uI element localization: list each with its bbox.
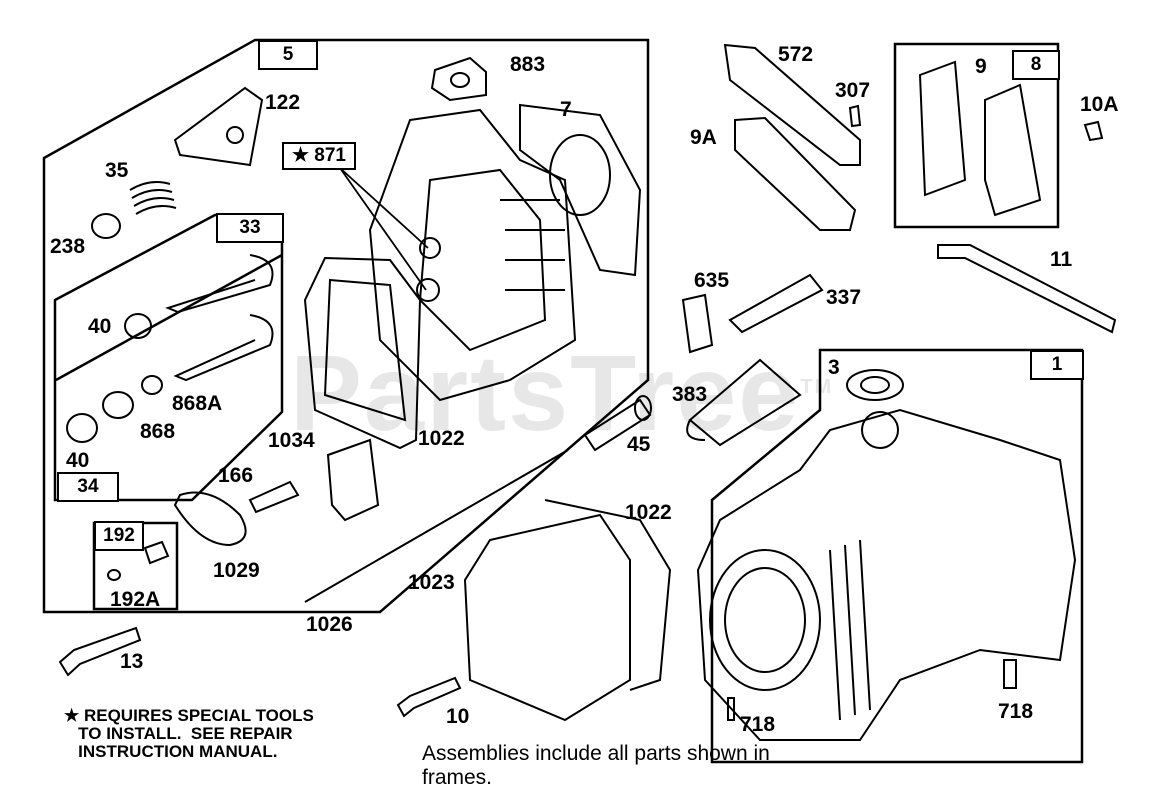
valve-guide-868 (102, 391, 134, 419)
gasket-9a (734, 116, 857, 231)
push-rod-1026 (304, 449, 569, 603)
watermark-text: PartsTree (290, 332, 801, 453)
leader-871-b (339, 167, 427, 291)
leader-871-a (339, 167, 429, 249)
callout-45: 45 (627, 433, 651, 456)
nut-192a (107, 569, 121, 581)
valve-exhaust (173, 314, 274, 382)
lead-383 (688, 358, 802, 447)
special-tools-note: ★ REQUIRES SPECIAL TOOLS TO INSTALL. SEE… (64, 706, 314, 761)
muffler-plate-8 (984, 83, 1042, 217)
gasket-883 (430, 56, 487, 102)
frame-label-192: 192 (94, 521, 144, 551)
frame-label-8: 8 (1012, 50, 1060, 80)
cylinder-head (368, 108, 577, 402)
frame-label-1: 1 (1030, 350, 1084, 380)
callout-718-left: 718 (740, 713, 776, 736)
crankcase-1 (696, 408, 1077, 741)
callout-883: 883 (510, 53, 546, 76)
spark-plug-337 (728, 273, 824, 334)
frame-33-divider (55, 253, 283, 382)
watermark-tm: TM (800, 376, 834, 398)
cap-238 (91, 213, 121, 239)
callout-122: 122 (265, 91, 301, 114)
callout-10: 10 (446, 705, 470, 728)
callout-1029: 1029 (213, 559, 260, 582)
stud-166 (248, 480, 300, 514)
callout-192a: 192A (110, 588, 161, 611)
valve-guide-868a (141, 375, 163, 395)
callout-13: 13 (120, 650, 144, 673)
callout-868: 868 (140, 420, 176, 443)
callout-11: 11 (1050, 248, 1073, 271)
callout-9: 9 (975, 55, 987, 78)
head-gasket-7 (519, 103, 642, 277)
spring-35 (129, 181, 177, 215)
frame-label-5: 5 (258, 40, 318, 70)
callout-35: 35 (105, 159, 129, 182)
screw-192 (143, 540, 170, 565)
callout-307: 307 (835, 79, 871, 102)
callout-238: 238 (50, 235, 86, 258)
callout-1034: 1034 (268, 429, 315, 452)
assemblies-caption: Assemblies include all parts shown in fr… (422, 742, 770, 789)
spark-cap-635 (681, 293, 714, 354)
gasket-1022-upper (303, 256, 422, 450)
valve-seal-40 (124, 313, 152, 339)
callout-3: 3 (828, 356, 840, 379)
bolt-10 (396, 676, 462, 718)
dowel-718-left (727, 697, 735, 721)
callout-40-upper: 40 (88, 315, 112, 338)
dowel-718-right (1003, 659, 1017, 689)
callout-337: 337 (826, 286, 862, 309)
gasket-572 (723, 43, 861, 166)
callout-572: 572 (778, 43, 814, 66)
callout-1023: 1023 (408, 571, 455, 594)
callout-9a: 9A (690, 126, 717, 149)
callout-10a: 10A (1080, 93, 1119, 116)
screw-307 (848, 104, 862, 128)
gasket-9 (918, 60, 967, 197)
bolt-10a (1083, 120, 1104, 142)
callout-718-right: 718 (998, 700, 1034, 723)
rocker-1029 (173, 491, 247, 547)
plate-1034 (326, 438, 380, 522)
oil-seal-3 (846, 369, 904, 401)
callout-1022-lower: 1022 (625, 501, 672, 524)
callout-635: 635 (694, 269, 730, 292)
callout-871: ★ 871 (282, 142, 356, 170)
frame-8-outline (893, 42, 1060, 229)
callout-868a: 868A (172, 392, 223, 415)
callout-1026: 1026 (306, 613, 353, 636)
valve-seal-40b (66, 413, 98, 443)
frame-label-34: 34 (57, 472, 119, 502)
valve-cover-1023 (463, 513, 631, 722)
frame-5-outline (42, 38, 650, 614)
watermark: PartsTreeTM (290, 330, 833, 455)
callout-383: 383 (672, 383, 708, 406)
callout-40-lower: 40 (66, 449, 90, 472)
valve-intake (165, 254, 274, 314)
bolt-13 (58, 626, 142, 677)
link-11 (937, 244, 1117, 334)
frame-label-33: 33 (216, 213, 284, 243)
callout-7: 7 (560, 98, 572, 121)
callout-1022-upper: 1022 (418, 427, 465, 450)
bracket-122 (173, 86, 264, 167)
callout-166: 166 (218, 464, 254, 487)
